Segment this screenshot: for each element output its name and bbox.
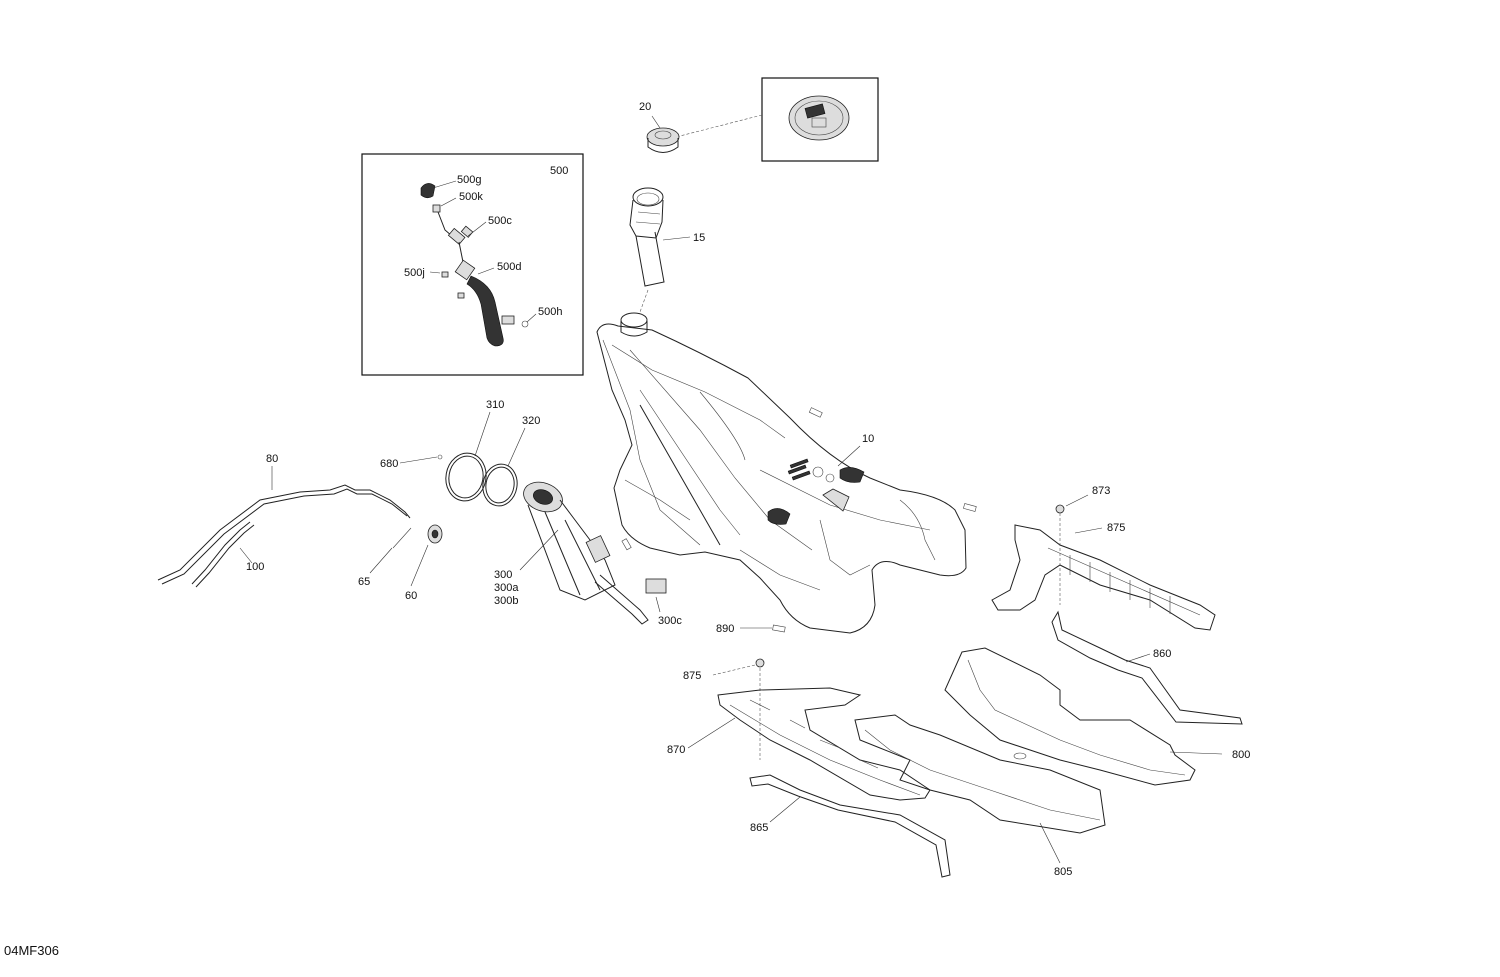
callout-100: 100 — [246, 561, 265, 573]
callout-680: 680 — [380, 458, 399, 470]
callout-300a: 300a — [494, 582, 519, 594]
callout-500d: 500d — [497, 261, 522, 273]
floor-shields-800-805 — [854, 647, 1223, 864]
callout-500c: 500c — [488, 215, 512, 227]
callout-870: 870 — [667, 744, 686, 756]
callout-865: 865 — [750, 822, 769, 834]
callout-500: 500 — [550, 165, 569, 177]
callout-320: 320 — [522, 415, 541, 427]
callout-60: 60 — [405, 590, 418, 602]
callout-15: 15 — [693, 232, 706, 244]
callout-500h: 500h — [538, 306, 563, 318]
callout-805: 805 — [1054, 866, 1073, 878]
small-clips — [621, 407, 977, 633]
callout-500k: 500k — [459, 191, 483, 203]
fuel-cap-20 — [646, 115, 680, 153]
callout-310: 310 — [486, 399, 505, 411]
left-heat-shield-870 — [687, 658, 951, 878]
callout-890: 890 — [716, 623, 735, 635]
callout-875-left: 875 — [683, 670, 702, 682]
callout-873: 873 — [1092, 485, 1111, 497]
drawing-code: 04MF306 — [4, 943, 59, 958]
fuel-lines-80-100 — [157, 466, 443, 588]
callout-300b: 300b — [494, 595, 519, 607]
callout-20: 20 — [639, 101, 652, 113]
seal-rings-310-320 — [399, 411, 526, 507]
callout-800: 800 — [1232, 749, 1251, 761]
fuel-tank-10 — [596, 312, 967, 634]
filler-neck-15 — [629, 187, 691, 313]
callout-10: 10 — [862, 433, 875, 445]
vent-hose-inset-500 — [361, 153, 584, 376]
callout-80: 80 — [266, 453, 279, 465]
callout-300: 300 — [494, 569, 513, 581]
callout-860: 860 — [1153, 648, 1172, 660]
callout-500j: 500j — [404, 267, 425, 279]
callout-500g: 500g — [457, 174, 482, 186]
right-bracket-875 — [991, 494, 1243, 725]
fuel-cap-detail-inset — [675, 77, 879, 162]
fuel-pump-300 — [519, 481, 667, 625]
callout-875-right: 875 — [1107, 522, 1126, 534]
callout-300c: 300c — [658, 615, 682, 627]
callout-65: 65 — [358, 576, 371, 588]
